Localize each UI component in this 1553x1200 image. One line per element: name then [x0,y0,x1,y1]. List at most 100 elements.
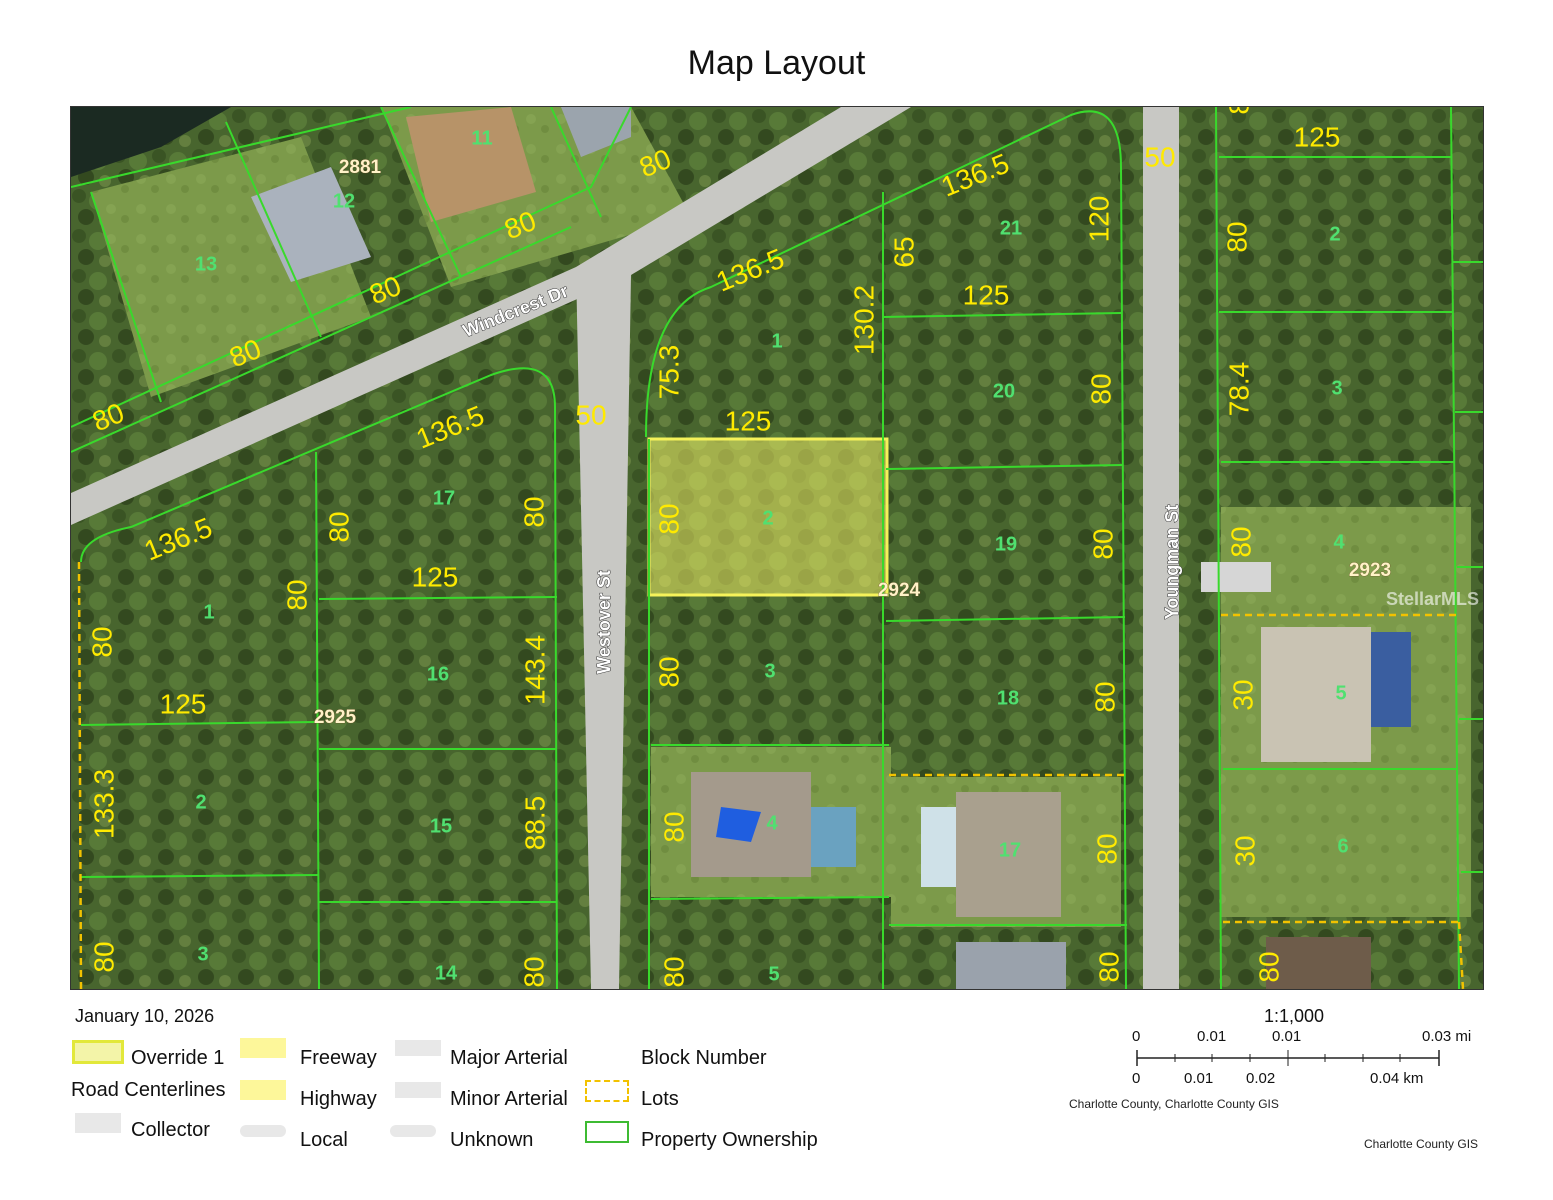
dimension-label: 80 [88,941,119,972]
parcel-lines [71,107,1483,989]
tarp [716,807,761,842]
dimension-label: 80 [518,496,549,527]
lot-number: 2 [762,507,773,529]
watermark: StellarMLS [1385,589,1479,609]
legend-minor-arterial: Minor Arterial [450,1088,568,1110]
dimension-label: 65 [888,236,919,267]
address-label: 2924 [878,580,921,601]
dimension-label: 80 [658,956,689,987]
house-roof [561,107,631,157]
lot-number: 11 [471,127,492,149]
dimension-label: 80 [1223,107,1254,115]
selected-parcel[interactable] [647,437,889,597]
dimension-label: 125 [963,279,1010,310]
lot-number: 13 [195,253,217,275]
legend-major-arterial: Major Arterial [450,1047,568,1069]
road-width-label: 50 [575,399,606,430]
lot-number: 5 [768,963,779,985]
street-label: Westover St [594,570,614,674]
lot-number: 20 [993,380,1015,402]
scale-mi-1: 0.01 [1197,1028,1227,1045]
dimension-label: 75.3 [653,345,684,400]
dimension-label: 80 [281,579,312,610]
scale-mi-0: 0 [1132,1028,1141,1045]
lot-number: 18 [997,687,1019,709]
road-youngman [1143,107,1179,989]
pool [811,807,856,867]
lot-number: 14 [435,962,458,984]
street-label: Youngman St [1162,505,1182,620]
property-ownership-swatch [585,1121,629,1143]
map-title: Map Layout [687,44,866,82]
scale-km-2: 0.02 [1246,1070,1276,1087]
lot-number: 17 [433,487,455,509]
dimension-label: 88.5 [519,796,550,851]
dimension-label: 78.4 [1223,362,1254,417]
dimension-label: 80 [653,656,684,687]
house-roof [1266,937,1371,989]
dimension-label: 120 [1083,196,1114,243]
house-roof [406,107,536,222]
collector-swatch [75,1113,121,1133]
legend-highway: Highway [300,1088,377,1110]
dimension-label: 80 [1091,833,1122,864]
dimension-label: 80 [1085,373,1116,404]
dimension-label: 30 [1227,679,1258,710]
major-arterial-swatch [395,1040,441,1056]
road-westover [576,267,631,989]
scale-km-1: 0.01 [1184,1070,1214,1087]
legend-block-number: Block Number [641,1047,767,1069]
unknown-swatch [390,1125,436,1137]
legend-override: Override 1 [131,1047,225,1069]
local-swatch [240,1125,286,1137]
legend-unknown: Unknown [450,1129,534,1151]
house-roof [956,792,1061,917]
lots-swatch [585,1080,629,1102]
lot-number: 5 [1335,682,1346,704]
map-date: January 10, 2026 [75,1006,215,1026]
house-roof [1261,627,1371,762]
house-roof [956,942,1066,989]
lot-lines [77,561,1465,989]
legend-freeway: Freeway [300,1047,377,1069]
shed [1201,562,1271,592]
dimension-label: 80 [518,956,549,987]
dimension-label: 80 [86,626,117,657]
lot-number: 4 [766,812,778,834]
dimension-label: 80 [1225,526,1256,557]
dimension-label: 133.3 [88,769,119,839]
water [71,107,231,177]
road-width-label: 50 [1144,141,1175,172]
scale-ratio: 1:1,000 [1264,1006,1325,1026]
road-windcrest [71,107,911,525]
lot-number: 2 [1329,223,1340,245]
lot-number: 4 [1333,531,1345,553]
dimension-label: 30 [1229,835,1260,866]
dimension-label: 130.2 [848,285,879,355]
dimension-label: 143.4 [519,635,550,705]
lawn [1221,767,1471,917]
lot-number: 15 [430,815,452,837]
lot-number: 3 [1331,377,1342,399]
dimension-label: 80 [658,811,689,842]
dimension-label: 125 [1294,121,1341,152]
scale-km-0: 0 [1132,1070,1141,1087]
pool-cage [921,807,956,887]
lot-number: 1 [771,330,782,352]
scale-km-3: 0.04 km [1370,1070,1424,1087]
lot-number: 6 [1337,835,1348,857]
scale-bar [1136,1050,1440,1066]
legend-collector: Collector [131,1119,210,1141]
lot-number: 19 [995,533,1017,555]
address-label: 2923 [1349,560,1391,581]
lot-number: 17 [999,839,1021,861]
address-label: 2881 [339,157,382,178]
legend-road-centerlines: Road Centerlines [71,1079,226,1101]
dimension-label: 80 [1253,951,1284,982]
highway-swatch [240,1080,286,1100]
legend-lots: Lots [641,1088,679,1110]
override-swatch [72,1040,124,1064]
minor-arterial-swatch [395,1082,441,1098]
